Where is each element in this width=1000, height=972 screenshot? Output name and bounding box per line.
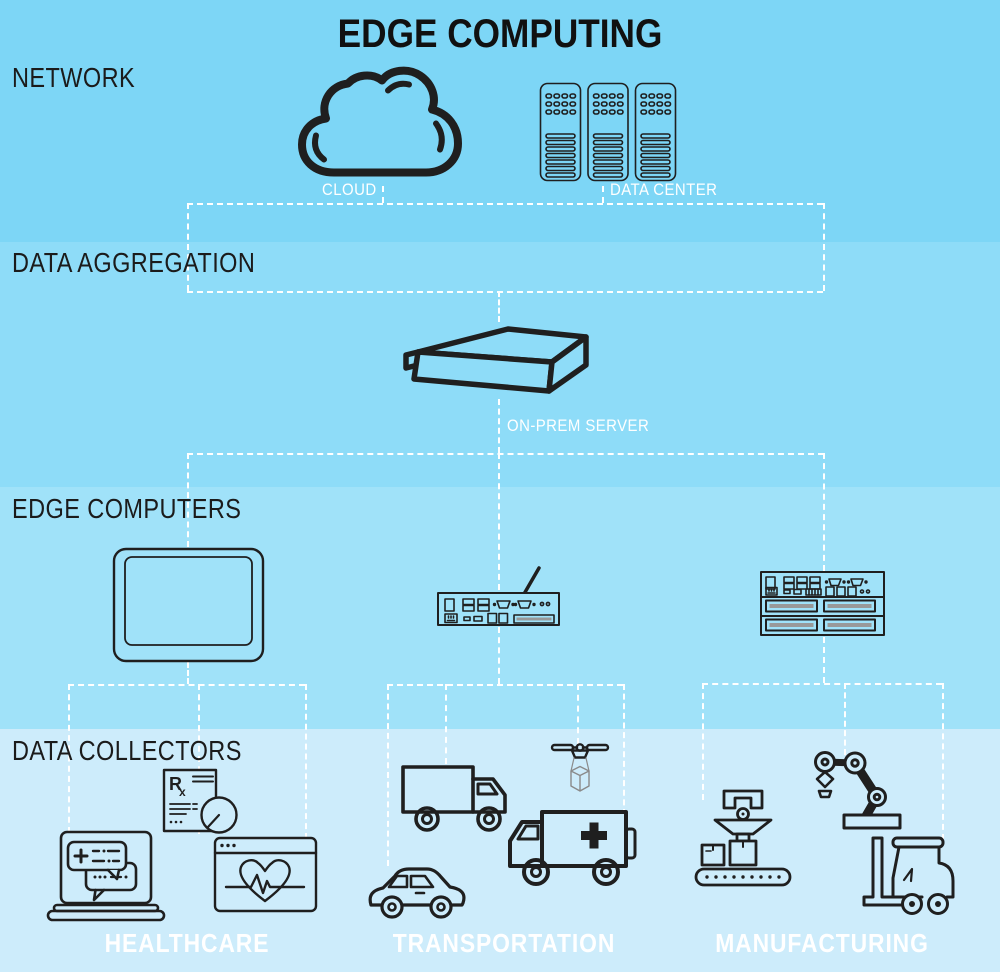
dashed-connector: [702, 683, 704, 800]
dashed-connector: [702, 683, 942, 685]
conveyor-belt-icon: [694, 789, 792, 887]
dashed-connector: [942, 683, 944, 840]
dashed-connector: [68, 684, 305, 686]
rack-server-icon: [403, 326, 589, 394]
ambulance-icon: [508, 810, 637, 886]
robot-arm-icon: [814, 751, 902, 830]
dashed-connector: [187, 203, 823, 205]
svg-text:R: R: [169, 774, 182, 794]
dashed-connector: [387, 684, 389, 866]
dashed-connector: [187, 662, 189, 684]
industrial-pc-antenna-icon: [437, 566, 560, 626]
dashed-connector: [498, 291, 500, 322]
dashed-connector: [623, 684, 625, 815]
dashed-connector: [498, 627, 500, 684]
dashed-connector: [602, 186, 604, 203]
sector-label-transportation: TRANSPORTATION: [392, 928, 616, 958]
dashed-connector: [387, 684, 623, 686]
dashed-connector: [187, 291, 823, 293]
car-icon: [368, 867, 466, 919]
data-center-label: DATA CENTER: [610, 180, 718, 199]
svg-text:x: x: [179, 785, 186, 799]
truck-icon: [401, 765, 507, 832]
dashed-connector: [382, 186, 384, 203]
dashed-connector: [823, 203, 825, 291]
industrial-rack-unit-icon: [760, 571, 885, 636]
dashed-connector: [187, 453, 824, 455]
heartbeat-browser-icon: [213, 836, 318, 913]
dashed-connector: [305, 684, 307, 839]
dashed-connector: [68, 684, 70, 833]
dashed-connector: [844, 683, 846, 755]
server-racks-icon: [539, 82, 677, 182]
dashed-connector: [198, 684, 200, 834]
prescription-icon: R x: [162, 768, 238, 834]
delivery-drone-icon: [550, 743, 610, 792]
dashed-connector: [498, 453, 500, 590]
cloud-label: CLOUD: [322, 180, 377, 199]
dashed-connector: [187, 453, 189, 547]
dashed-connector: [445, 684, 447, 764]
dashed-connector: [577, 684, 579, 744]
dashed-connector: [823, 637, 825, 683]
page-title: EDGE COMPUTING: [337, 12, 663, 56]
sector-label-healthcare: HEALTHCARE: [104, 928, 270, 958]
forklift-icon: [862, 836, 955, 915]
dashed-connector: [187, 203, 189, 291]
dashed-connector: [498, 399, 500, 453]
layer-label-edge-computers: EDGE COMPUTERS: [12, 493, 242, 524]
laptop-chat-icon: [46, 830, 166, 922]
layer-label-data-collectors: DATA COLLECTORS: [12, 735, 242, 766]
dashed-connector: [823, 453, 825, 571]
tablet-icon: [112, 547, 265, 663]
band-network: [0, 0, 1000, 242]
layer-label-network: NETWORK: [12, 62, 136, 93]
sector-label-manufacturing: MANUFACTURING: [715, 928, 929, 958]
on-prem-server-label: ON-PREM SERVER: [507, 416, 650, 435]
cloud-icon: [298, 66, 462, 177]
layer-label-data-aggregation: DATA AGGREGATION: [12, 247, 256, 278]
